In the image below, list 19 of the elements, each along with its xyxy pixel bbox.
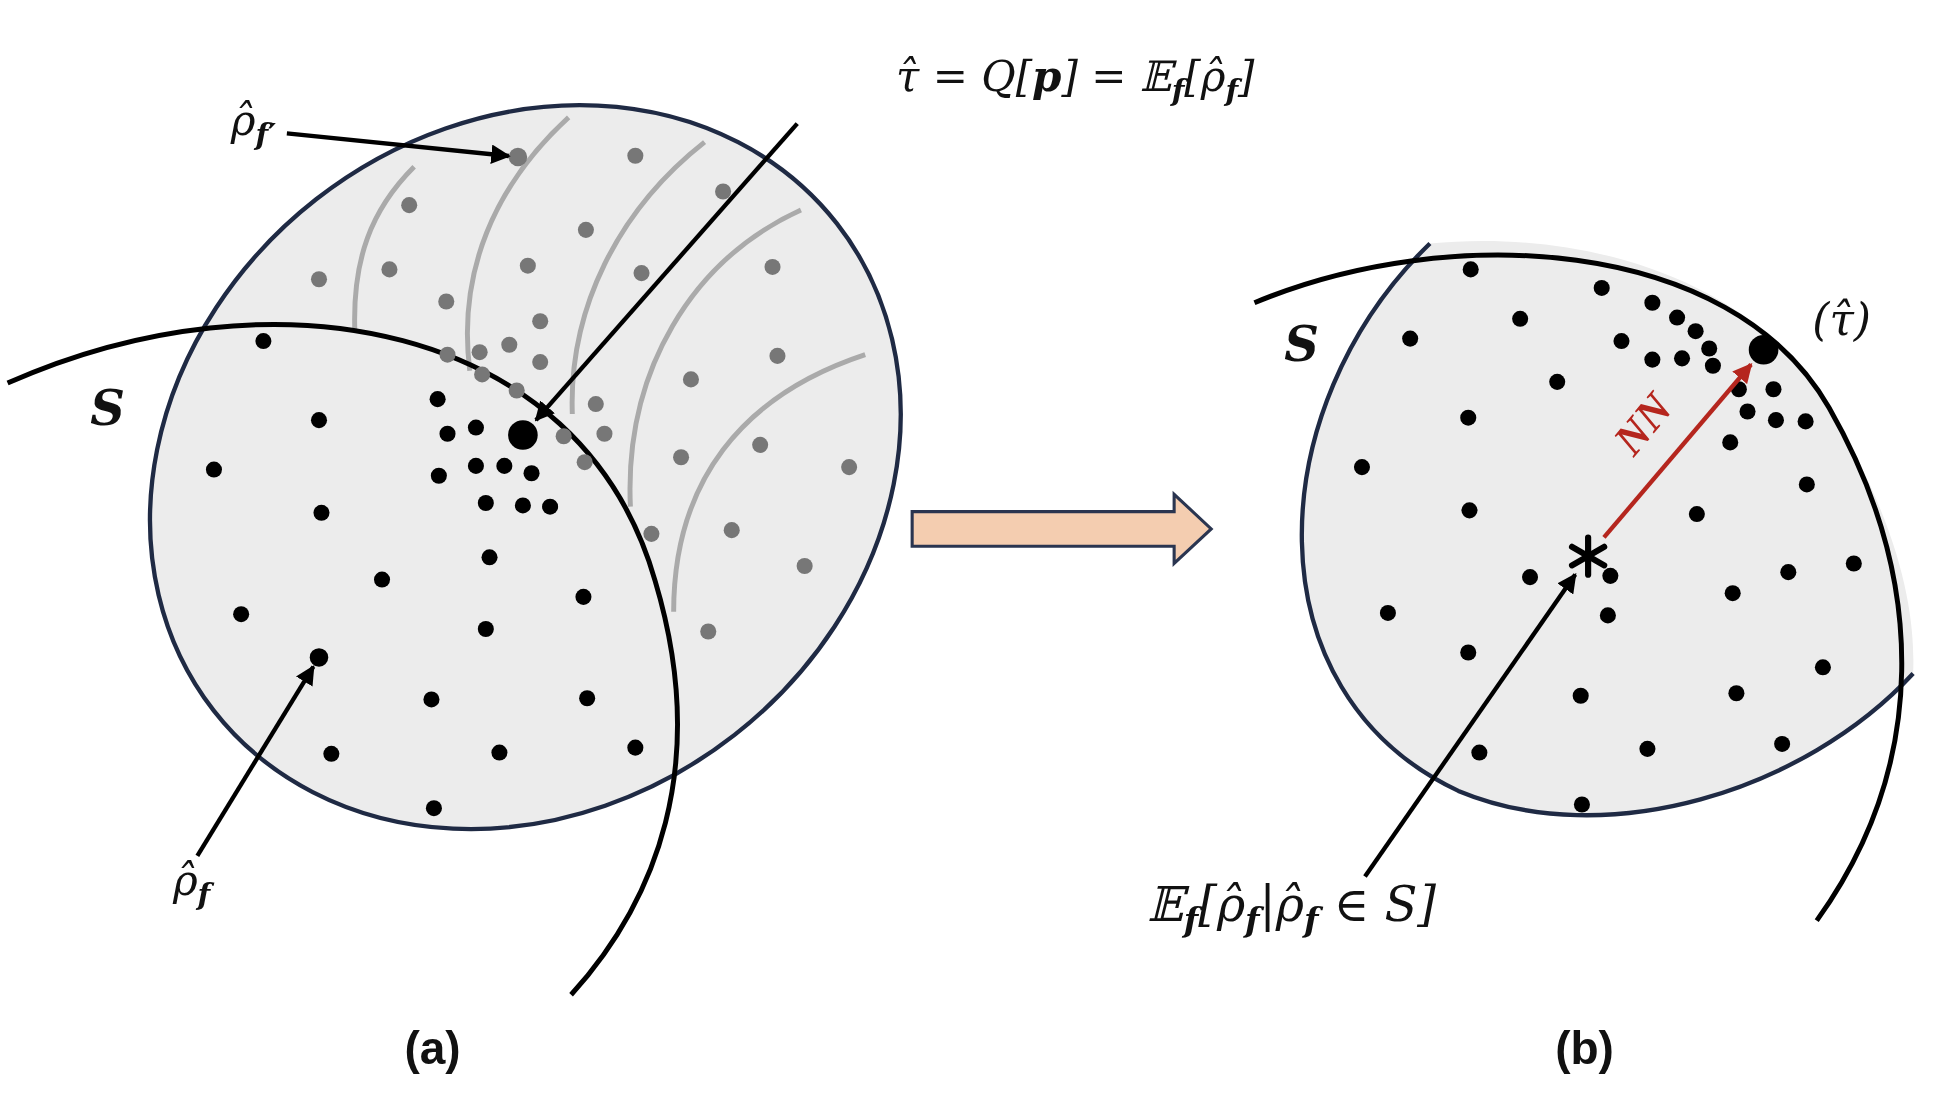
math-label: (τ̂) <box>1812 293 1871 345</box>
math-label: τ̂ = Q[p] = 𝔼$_{f}$[ρ̂$_{f}$] <box>896 52 1255 108</box>
panel-label: (a) <box>404 1021 461 1076</box>
arrow <box>286 131 511 164</box>
math-label: ρ̂$_{f′}$ <box>230 95 276 152</box>
edge-label: NN <box>1603 383 1683 465</box>
arrow <box>1363 572 1578 878</box>
data-point <box>309 648 329 667</box>
data-point <box>1748 334 1779 365</box>
panel-label: (b) <box>1555 1021 1614 1076</box>
math-label: 𝔼$_{f}$[ρ̂$_{f}$|ρ̂$_{f}$ ∈ S] <box>1147 876 1437 941</box>
arrow <box>534 122 799 422</box>
arrow <box>1602 363 1753 539</box>
arrow <box>195 664 316 857</box>
data-point <box>508 420 538 450</box>
asterisk-mark <box>1568 534 1608 578</box>
curve-label: S <box>90 379 125 436</box>
curve-label: S <box>1284 315 1319 372</box>
data-point <box>508 147 528 167</box>
